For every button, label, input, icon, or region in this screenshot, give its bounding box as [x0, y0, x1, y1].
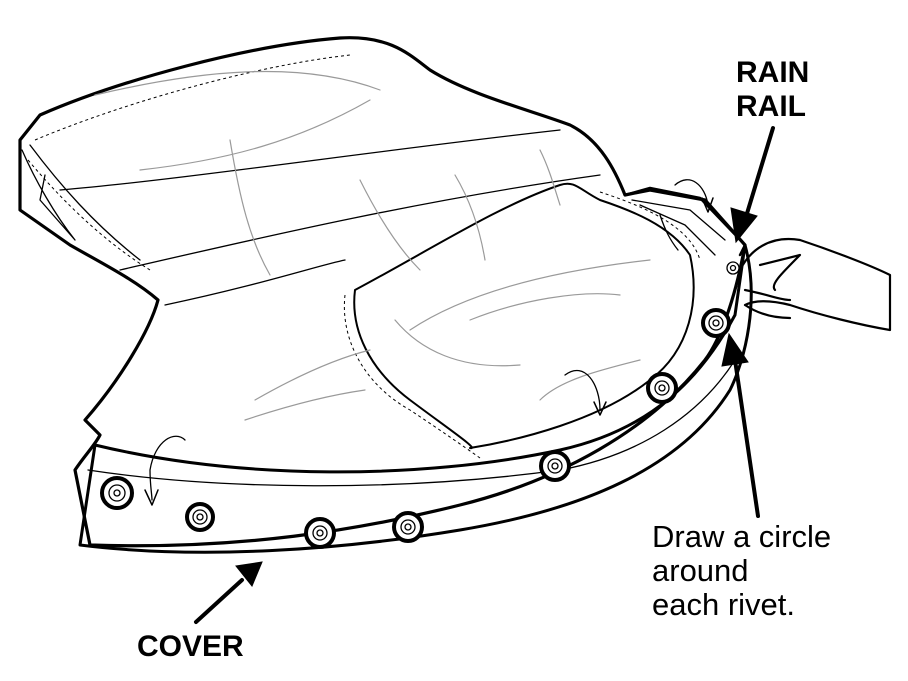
fold-arrow-mid-head: [593, 401, 607, 416]
fabric-contour: [94, 70, 651, 421]
rain-rail-label-line1: RAIN: [736, 56, 810, 89]
roof-seam: [59, 129, 601, 306]
cover-arrow-line: [194, 578, 244, 624]
rain-rail-lip: [631, 199, 726, 256]
hand-outline: [738, 237, 892, 332]
front-edge-trim: [21, 144, 141, 261]
rain-rail-label-line2: RAIL: [736, 90, 806, 123]
rivet-6: [646, 372, 678, 404]
rivet-2: [185, 502, 215, 532]
rain-rail-arrow-head: [730, 207, 758, 244]
cover-flap-inner: [87, 359, 736, 487]
rivet-1: [100, 476, 134, 510]
cover-flap: [78, 243, 753, 554]
rivet-5: [539, 450, 571, 482]
fold-arrow-left: [149, 435, 186, 501]
rivet-7: [701, 308, 731, 338]
rivet-small: [726, 261, 740, 275]
rear-window-outline: [353, 182, 695, 450]
soft-top-outline: [18, 36, 747, 548]
rivet-4: [392, 511, 424, 543]
front-stitch: [27, 54, 351, 271]
rivet-note-arrow-head: [721, 332, 749, 367]
instruction-line1: Draw a circle: [652, 519, 832, 554]
fold-arrow-left-head: [144, 489, 159, 506]
rain-rail-arrow-line: [743, 126, 775, 222]
fold-arrow-right-head: [701, 197, 714, 213]
rivet-3: [304, 517, 336, 549]
instruction-line3: each rivet.: [652, 587, 796, 622]
rain-rail-edge: [623, 186, 747, 257]
rivet-note-arrow-line: [733, 358, 760, 518]
instruction-line2: around: [652, 553, 749, 588]
cover-arrow-head: [235, 561, 263, 587]
cover-label: COVER: [137, 630, 244, 663]
fold-arrow-mid: [564, 369, 601, 411]
fold-arrow-right: [674, 179, 709, 206]
